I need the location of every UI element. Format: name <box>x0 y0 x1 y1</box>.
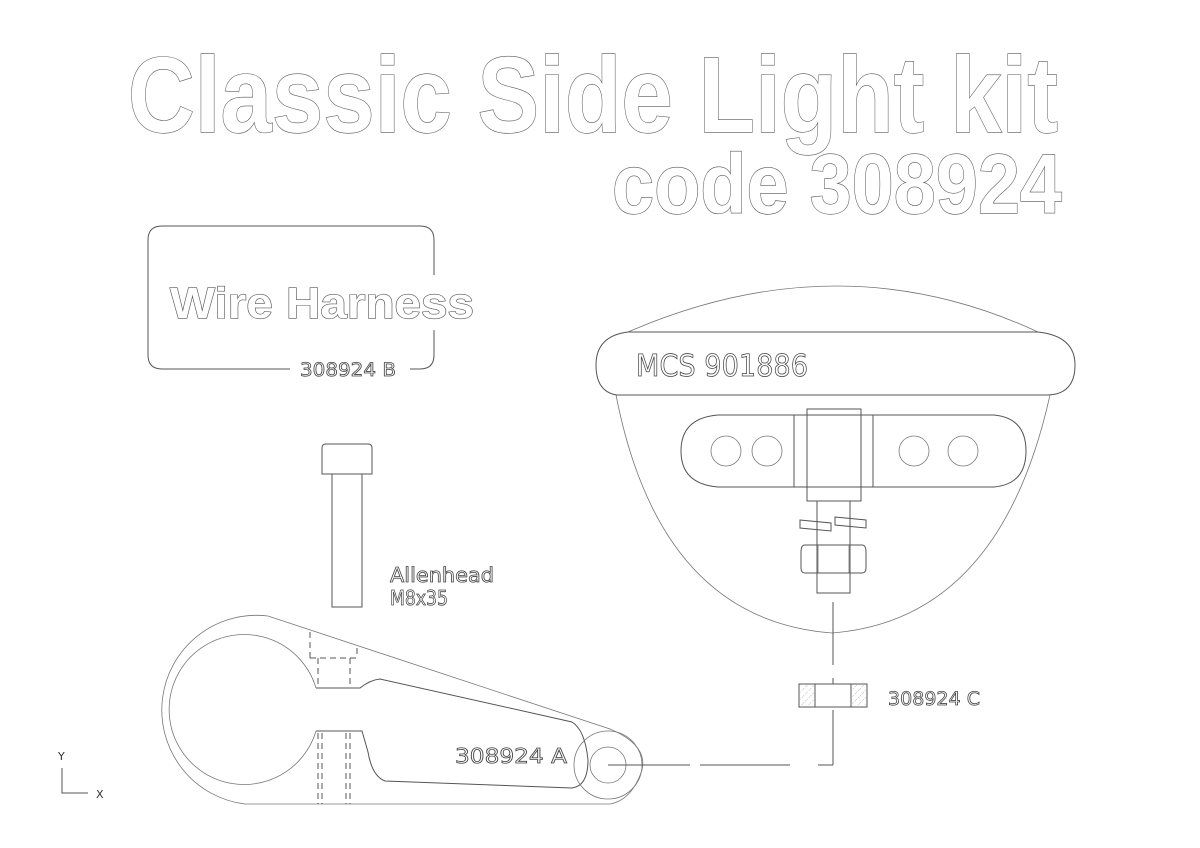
wire-harness-label: Wire Harness <box>170 279 474 328</box>
light-housing-part: MCS 901886 <box>595 285 1076 766</box>
title-line2: code 308924 <box>612 137 1062 231</box>
spacer-code: 308924 C <box>888 688 980 710</box>
plate-hole-2 <box>751 435 783 467</box>
wire-harness-part: Wire Harness 308924 B <box>147 225 475 381</box>
housing-top-arc <box>627 285 1039 333</box>
wire-harness-outline <box>147 225 435 370</box>
axis-y-label: Y <box>57 750 65 763</box>
title-line1: Classic Side Light kit <box>128 34 1058 155</box>
spacer-hatch-right <box>852 685 866 706</box>
hex-nut <box>800 544 867 574</box>
spacer-part: 308924 C <box>798 683 980 710</box>
axis-x-label: X <box>96 788 104 801</box>
bolt-shank <box>331 473 363 608</box>
axis-indicator: Y X <box>57 750 104 801</box>
plate-hole-4 <box>947 435 979 467</box>
bracket-part: 308924 A <box>161 614 690 805</box>
washer-left <box>799 519 832 532</box>
housing-label: MCS 901886 <box>636 349 808 384</box>
bracket-clamp-inner <box>168 634 317 785</box>
plate-hole-1 <box>710 435 742 467</box>
allenhead-bolt-part: Allenhead M8x35 <box>321 443 494 610</box>
bolt-label-line1: Allenhead <box>390 563 494 587</box>
spacer-outline <box>798 683 868 708</box>
plate-hole-3 <box>898 435 930 467</box>
housing-label-band <box>595 331 1076 396</box>
bracket-outer <box>161 614 644 805</box>
bracket-code: 308924 A <box>455 744 567 768</box>
center-block <box>806 408 862 502</box>
washer-right <box>834 516 867 529</box>
mounting-plate <box>680 414 1027 488</box>
bolt-label-line2: M8x35 <box>390 586 448 610</box>
axis-lines <box>61 768 88 794</box>
title-block: Classic Side Light kit code 308924 <box>127 33 1062 231</box>
spacer-hatch-left <box>800 685 814 706</box>
stud-end <box>816 572 851 594</box>
wire-harness-code: 308924 B <box>300 359 396 381</box>
housing-bowl <box>615 394 1051 634</box>
bracket-slot-top <box>316 678 589 789</box>
bolt-head <box>321 443 373 475</box>
